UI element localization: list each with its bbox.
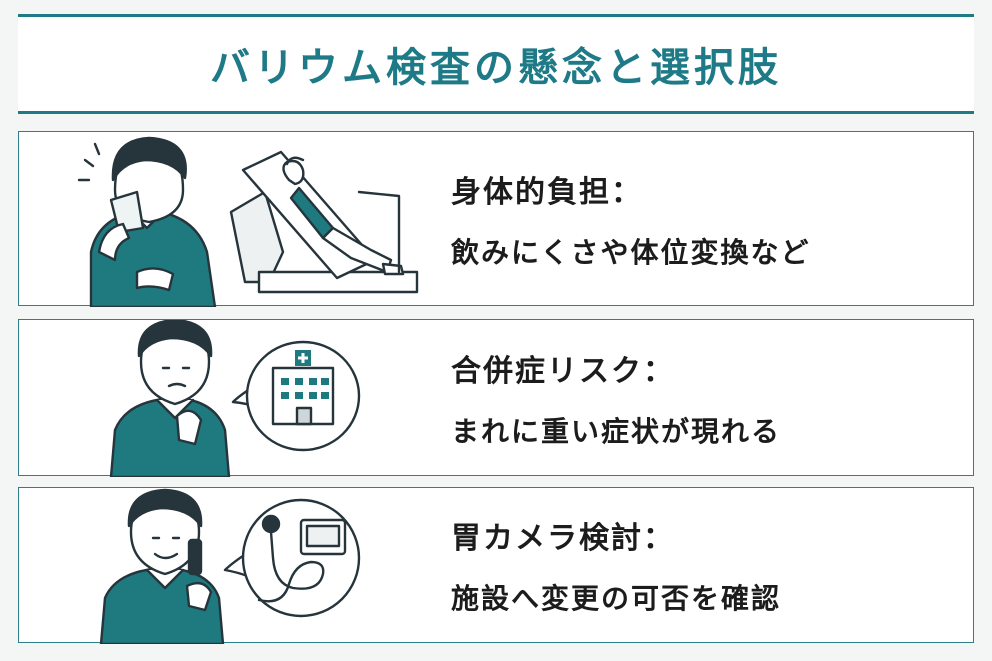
card-description: 施設へ変更の可否を確認 <box>451 582 782 615</box>
page-title: バリウム検査の懸念と選択肢 <box>210 45 782 91</box>
card-heading: 合併症リスク： <box>451 353 675 389</box>
endoscope-icon <box>223 498 361 618</box>
card-description: まれに重い症状が現れる <box>451 414 782 448</box>
card-heading: 胃カメラ検討： <box>451 521 675 556</box>
gastroscopy-illustration <box>99 488 361 644</box>
xray-table-icon <box>229 150 419 294</box>
card-gastroscopy: 胃カメラ検討： 施設へ変更の可否を確認 <box>18 487 974 644</box>
phone-man-icon <box>99 488 225 644</box>
card-description: 飲みにくさや体位変換など <box>451 235 811 269</box>
burden-illustration <box>77 136 419 307</box>
card-complication-risk: 合併症リスク： まれに重い症状が現れる <box>18 319 974 477</box>
drinking-man-icon <box>77 136 217 307</box>
card-physical-burden: 身体的負担： 飲みにくさや体位変換など <box>18 131 974 307</box>
title-banner: バリウム検査の懸念と選択肢 <box>18 14 974 114</box>
risk-illustration <box>109 320 361 477</box>
card-heading: 身体的負担： <box>451 174 643 210</box>
hospital-icon <box>231 340 361 452</box>
worried-man-icon <box>109 320 231 477</box>
